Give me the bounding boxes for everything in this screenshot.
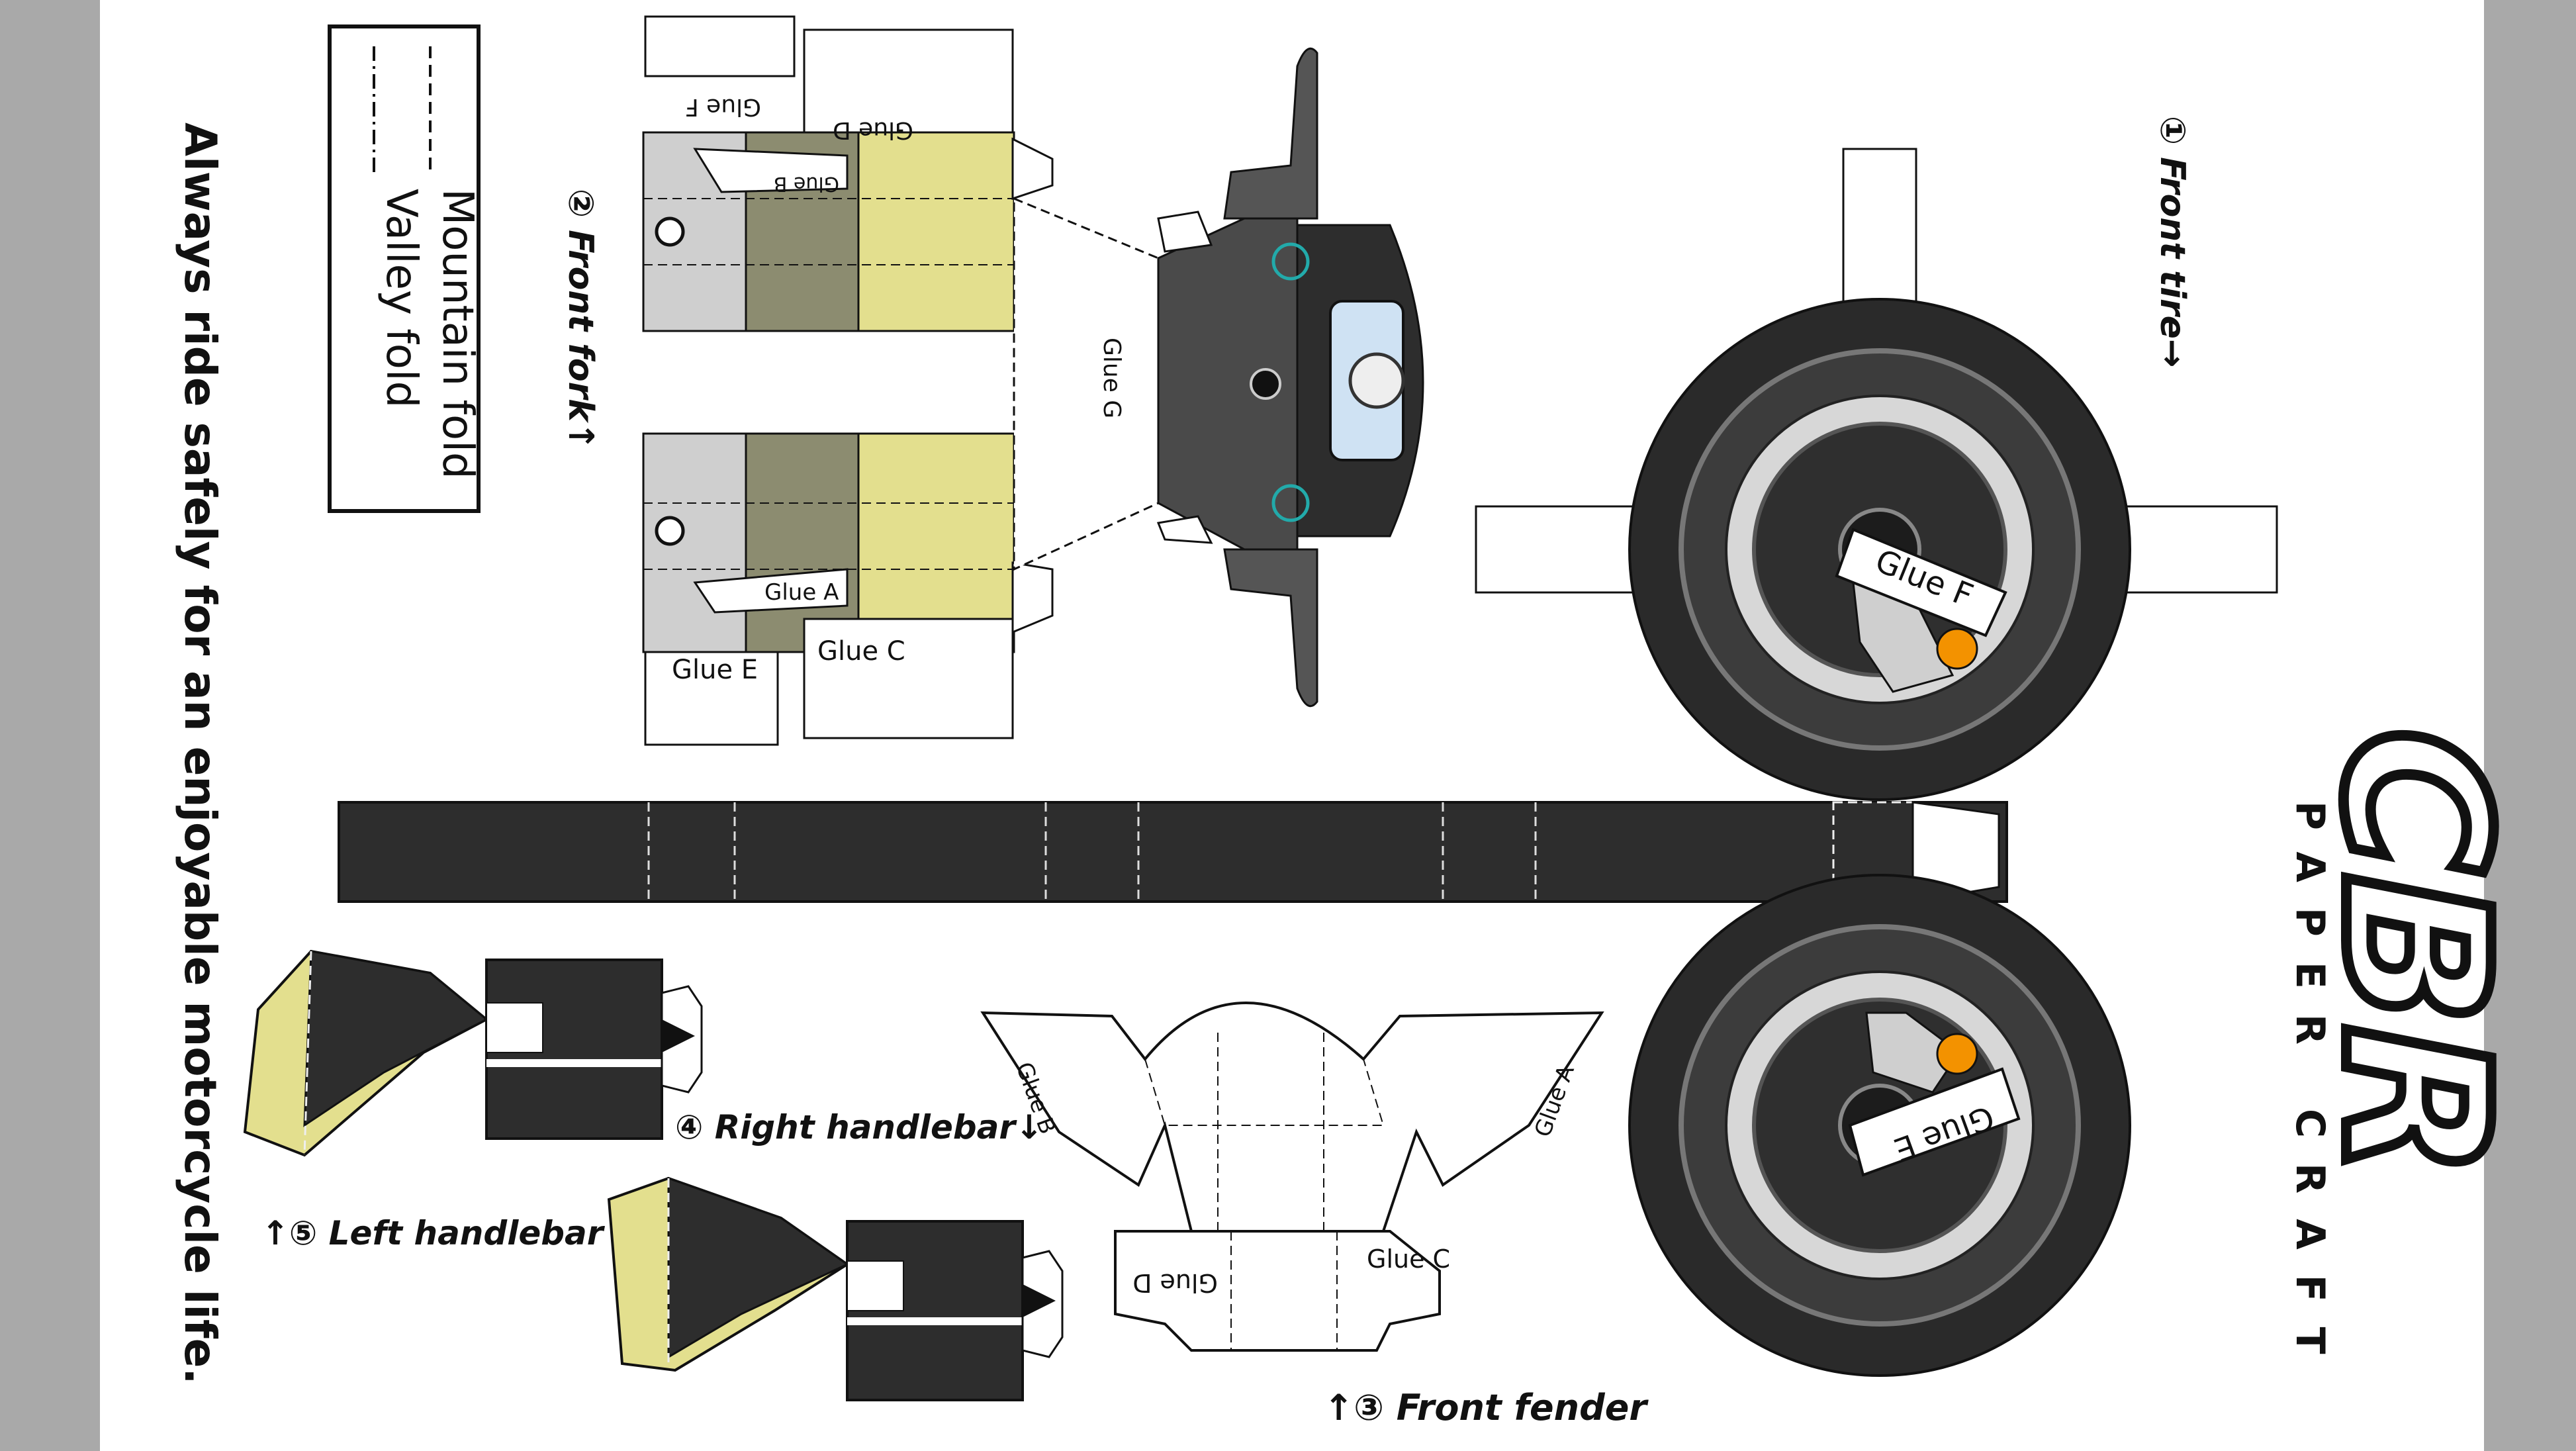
glue-tab-label: Glue D: [1132, 1268, 1218, 1297]
front-fender-part: [980, 1002, 1604, 1352]
glue-tab-label: Glue A: [764, 579, 839, 606]
tire-tread-strip: [338, 801, 2008, 903]
fold-legend: Mountain fold Valley fold: [328, 24, 482, 513]
glue-tab-label: Glue F: [685, 93, 761, 120]
glue-tab-label: Glue C: [1367, 1244, 1450, 1274]
valley-fold-label: Valley fold: [377, 189, 426, 408]
front-tire-part: [1475, 148, 2278, 1377]
mountain-fold-label: Mountain fold: [433, 189, 482, 479]
front-fork-part: [642, 15, 1424, 746]
glue-tab-label: Glue E: [672, 655, 758, 685]
cbr-logo: CBR PAPER CRAFT: [2287, 723, 2536, 1380]
part-label-front-fender: ↑③ Front fender: [1324, 1387, 1649, 1428]
glue-tab-label: Glue C: [817, 636, 905, 667]
part-label-front-tire: ① Front tire→: [2152, 116, 2192, 367]
right-handlebar-part: [243, 949, 703, 1157]
glue-tab-label: Glue D: [833, 117, 913, 144]
logo-text: CBR: [2299, 728, 2530, 1178]
part-label-right-handlebar: ④ Right handlebar↓: [675, 1108, 1043, 1147]
safety-note: Always ride safely for an enjoyable moto…: [175, 122, 226, 1385]
left-handlebar-part: [607, 1176, 1064, 1401]
glue-tab-label: Glue G: [1098, 338, 1125, 418]
part-label-left-handlebar: ↑⑤ Left handlebar: [261, 1214, 606, 1252]
glue-tab-label: Glue B: [774, 172, 839, 195]
part-label-front-fork: ② Front fork↑: [561, 189, 600, 450]
logo-subtitle: PAPER CRAFT: [2287, 801, 2333, 1380]
